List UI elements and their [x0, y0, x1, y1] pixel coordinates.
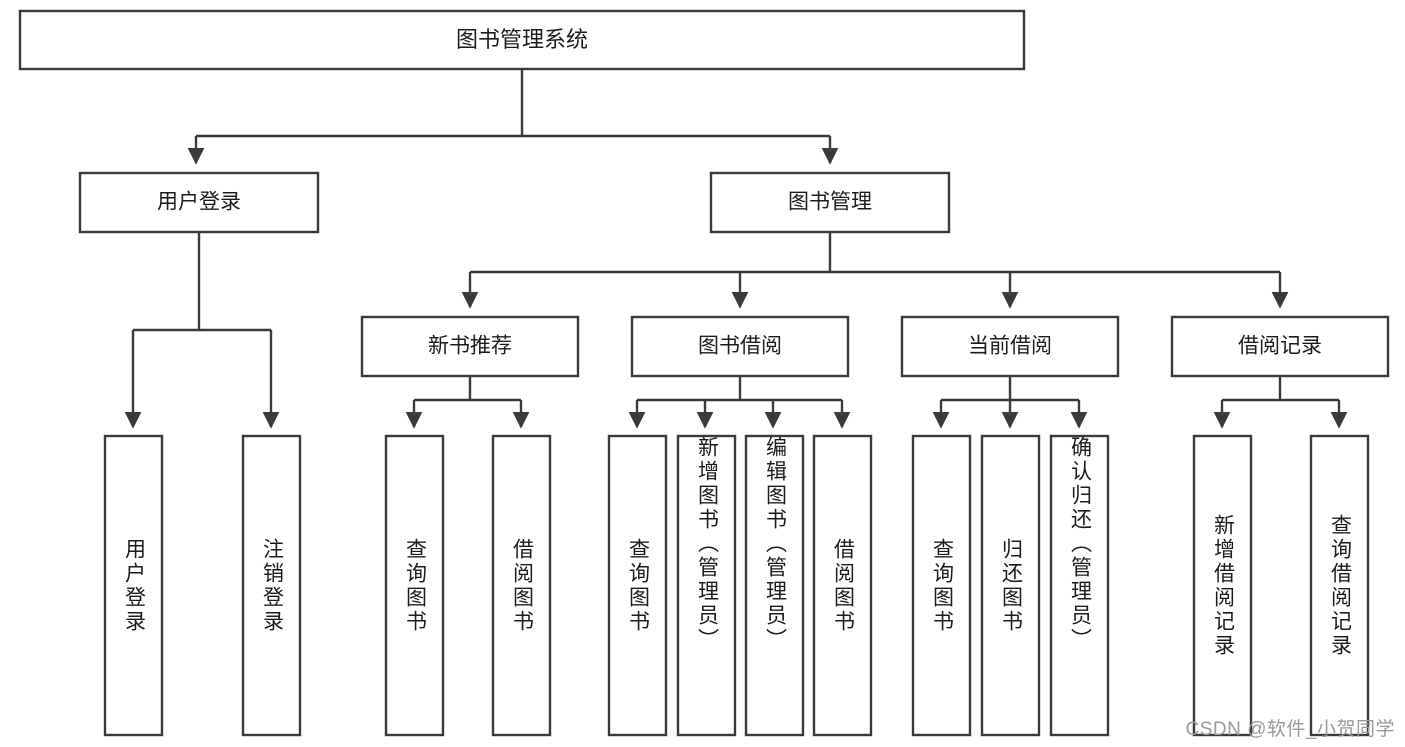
leaf-box-current-borrow-1[interactable]	[911, 434, 972, 737]
leaf-box-user-login-2[interactable]	[241, 434, 302, 737]
leaf-box-book-borrow-2[interactable]	[676, 434, 737, 737]
leaf-box-borrow-record-1[interactable]	[1192, 434, 1253, 737]
connector-group-currentborrow-to-leaves	[932, 376, 1088, 429]
leaf-box-new-book-1[interactable]	[384, 434, 445, 737]
node-user-login-label: 用户登录	[157, 191, 241, 214]
leaf-box-current-borrow-2[interactable]	[980, 434, 1041, 737]
leaf-boxes-book-borrow	[607, 434, 873, 737]
connector-group-root-to-level2	[187, 69, 839, 165]
node-book-borrow-label: 图书借阅	[698, 335, 782, 358]
node-current-borrow-label: 当前借阅	[968, 335, 1052, 358]
leaf-box-book-borrow-1[interactable]	[607, 434, 668, 737]
node-book-borrow[interactable]: 图书借阅	[630, 315, 850, 378]
leaf-box-user-login-1[interactable]	[103, 434, 164, 737]
connector-group-borrowrecord-to-leaves	[1213, 376, 1348, 429]
leaf-boxes-user-login	[103, 434, 302, 737]
leaf-boxes-current-borrow	[911, 434, 1110, 737]
connector-group-newbook-to-leaves	[405, 376, 530, 429]
leaf-boxes-borrow-record	[1192, 434, 1370, 737]
leaf-box-book-borrow-4[interactable]	[812, 434, 873, 737]
node-current-borrow-box	[900, 315, 1120, 378]
connector-group-bookmanage-to-level3	[461, 232, 1289, 309]
node-borrow-record-box	[1170, 315, 1390, 378]
node-book-borrow-box	[630, 315, 850, 378]
node-new-book-recommend-label: 新书推荐	[428, 335, 512, 358]
node-new-book-recommend[interactable]: 新书推荐	[360, 315, 580, 378]
node-book-manage-box	[709, 171, 951, 234]
node-book-manage-label: 图书管理	[788, 191, 872, 214]
node-current-borrow[interactable]: 当前借阅	[900, 315, 1120, 378]
node-user-login-box	[78, 171, 320, 234]
connector-group-bookborrow-to-leaves	[628, 376, 851, 429]
leaf-boxes-new-book	[384, 434, 552, 737]
node-borrow-record[interactable]: 借阅记录	[1170, 315, 1390, 378]
leaf-box-book-borrow-3[interactable]	[744, 434, 805, 737]
node-new-book-recommend-box	[360, 315, 580, 378]
node-root-system[interactable]: 图书管理系统	[18, 9, 1026, 71]
leaf-box-current-borrow-3[interactable]	[1049, 434, 1110, 737]
csdn-watermark: CSDN @软件_小贺同学	[1185, 719, 1395, 740]
node-user-login[interactable]: 用户登录	[78, 171, 320, 234]
node-borrow-record-label: 借阅记录	[1238, 335, 1322, 358]
node-root-label: 图书管理系统	[456, 27, 588, 52]
leaf-box-new-book-2[interactable]	[491, 434, 552, 737]
connector-group-userlogin-to-leaves	[124, 232, 280, 429]
node-book-manage[interactable]: 图书管理	[709, 171, 951, 234]
leaf-box-borrow-record-2[interactable]	[1309, 434, 1370, 737]
node-root-box	[18, 9, 1026, 71]
